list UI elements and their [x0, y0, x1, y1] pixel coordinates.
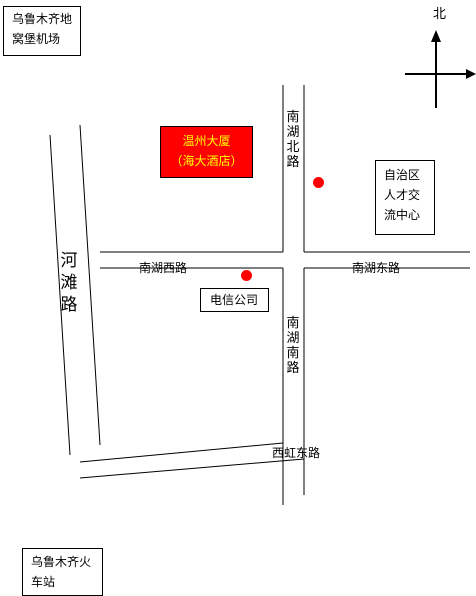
train-station-box: 乌鲁木齐火 车站 [22, 548, 103, 596]
east-arrow-icon [466, 69, 476, 79]
hotel-line1: 温州大厦 [182, 134, 231, 148]
nanhu-north-road-label: 南湖北路 [286, 110, 300, 170]
nanhu-south-road-label: 南湖南路 [286, 316, 300, 376]
hetan-road-label: 河滩路 [60, 251, 78, 315]
hetan-road-west-edge [49, 134, 71, 456]
talent-center-line2: 人才交 [384, 188, 421, 202]
north-label: 北 [433, 7, 447, 22]
airport-line1: 乌鲁木齐地 [12, 12, 73, 26]
hotel-box: 温州大厦 （海大酒店） [160, 126, 253, 178]
xihong-east-road-south-edge [79, 458, 305, 479]
hetan-road-east-edge [79, 124, 101, 446]
talent-center-line1: 自治区 [384, 168, 421, 182]
telecom-box: 电信公司 [200, 288, 269, 312]
airport-box: 乌鲁木齐地 窝堡机场 [3, 6, 81, 56]
nanhu-west-road-label: 南湖西路 [139, 261, 188, 275]
xihong-east-road-north-edge [79, 442, 284, 463]
train-station-line1: 乌鲁木齐火 [31, 555, 92, 569]
north-arrow-icon [431, 30, 441, 42]
hotel-line2: （海大酒店） [170, 154, 243, 168]
airport-line2: 窝堡机场 [12, 32, 61, 46]
telecom-location-marker [241, 270, 252, 281]
hotel-location-marker [313, 177, 324, 188]
talent-center-box: 自治区 人才交 流中心 [375, 160, 435, 235]
telecom-label: 电信公司 [210, 293, 259, 307]
train-station-line2: 车站 [31, 575, 56, 589]
nanhu-east-road-label: 南湖东路 [352, 261, 401, 275]
talent-center-line3: 流中心 [384, 208, 421, 222]
xihong-east-road-label: 西虹东路 [272, 446, 321, 460]
